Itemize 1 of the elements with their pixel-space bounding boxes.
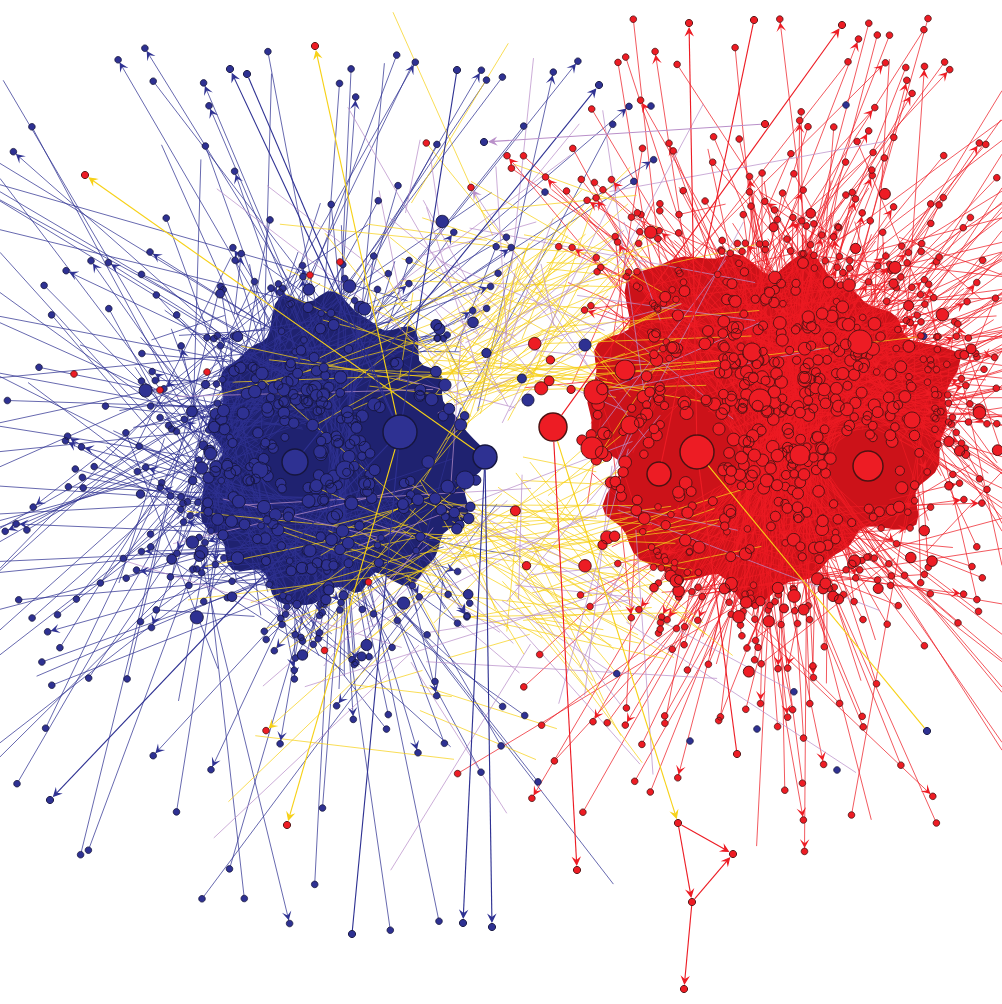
- network-node: [679, 984, 689, 994]
